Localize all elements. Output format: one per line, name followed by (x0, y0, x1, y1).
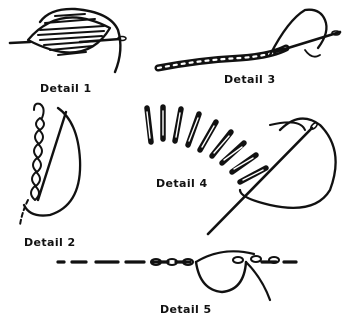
detail-2-label: Detail 2 (24, 236, 76, 249)
running-stitch-tail (246, 262, 270, 300)
needle-1 (10, 39, 120, 43)
detail-1-satin-leaf (10, 9, 126, 72)
detail-3-rope-stitch (158, 10, 340, 68)
detail-5-running-stitch (58, 251, 296, 300)
needle-4-eye (310, 122, 318, 130)
fan-thread (240, 119, 336, 208)
detail-5-label: Detail 5 (160, 303, 212, 316)
fan-stitch-marks (147, 107, 266, 182)
needle-3 (275, 32, 340, 52)
needle-2 (38, 112, 66, 200)
detail-4-label: Detail 4 (156, 177, 208, 190)
chain-tail (20, 200, 28, 225)
running-stitch-loop (196, 262, 246, 292)
detail-2-chain-stitch (20, 104, 80, 225)
running-stitch-beads (151, 256, 279, 265)
detail-4-fan-stitch (147, 107, 336, 234)
detail-1-label: Detail 1 (40, 82, 92, 95)
chain-top-thread (34, 104, 44, 118)
detail-3-label: Detail 3 (224, 73, 276, 86)
chain-thread-loop (24, 108, 80, 216)
thread-curl (305, 50, 320, 57)
running-stitch-arch (196, 251, 254, 262)
